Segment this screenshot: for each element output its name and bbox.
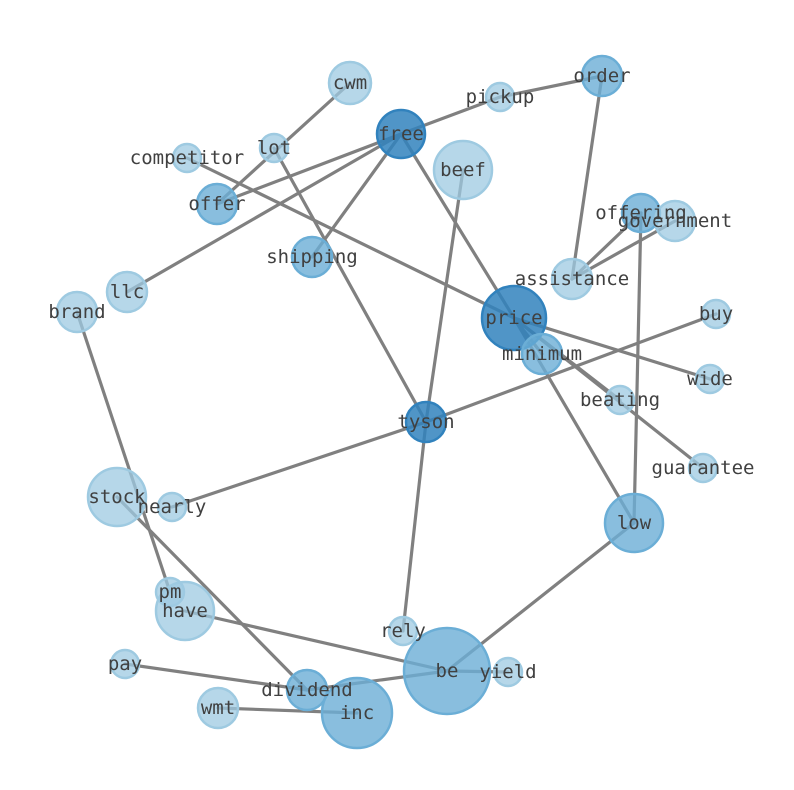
node-be [402,626,492,716]
node-competitor [171,142,203,174]
node-shipping [290,235,334,279]
node-lot [258,132,290,164]
label-layer: cwm order pickup free lot competitor beef offer… [48,65,754,724]
node-low [603,492,665,554]
node-label-government: government [618,210,732,232]
node-label-guarantee: guarantee [652,457,755,479]
node-beef [432,139,494,201]
edge-competitor-price [185,156,516,320]
node-inc [320,676,394,750]
node-government [653,199,697,243]
node-label-beef: beef [440,159,486,181]
edge-free-shipping [310,132,403,259]
node-label-nearly: nearly [138,496,207,518]
node-label-yield: yield [479,661,536,683]
edge-offer-free [215,132,403,206]
node-label-have: have [162,600,208,622]
node-label-competitor: competitor [130,147,244,169]
node-label-order: order [573,65,630,87]
node-order [580,54,624,98]
node-buy [700,298,732,330]
edge-pay-dividend [123,662,309,692]
node-rely [387,615,419,647]
node-yield [492,656,524,688]
node-free [375,108,427,160]
node-label-dividend: dividend [261,679,353,701]
node-layer [55,54,732,750]
node-brand [55,290,99,334]
node-label-pay: pay [108,653,142,675]
node-label-rely: rely [380,620,426,642]
node-label-pm: pm [159,581,182,603]
node-wmt [196,686,240,730]
edge-offering-low [632,211,643,525]
node-dividend [285,668,329,712]
node-wide [694,363,726,395]
node-nearly [156,491,188,523]
node-pay [109,648,141,680]
node-label-pickup: pickup [466,86,535,108]
edge-free-price [399,132,516,320]
node-label-beating: beating [580,389,660,411]
node-label-wmt: wmt [201,697,235,719]
node-label-low: low [617,512,652,534]
edge-price-wide [512,316,712,381]
edge-order-assistance [570,74,604,281]
node-offer [195,182,239,226]
node-label-lot: lot [257,137,291,159]
node-label-wide: wide [687,368,733,390]
node-beating [604,384,636,416]
node-label-brand: brand [48,301,105,323]
node-label-offer: offer [188,193,245,215]
edge-beef-tyson [424,168,465,424]
edge-buy-tyson [424,312,718,424]
edge-tyson-nearly [170,420,428,509]
node-label-be: be [436,660,459,682]
edge-llc-free [125,132,403,294]
node-label-stock: stock [88,486,146,508]
node-assistance [550,257,594,301]
edge-have-be [183,609,449,673]
node-llc [105,270,149,314]
node-label-shipping: shipping [266,246,358,268]
node-cwm [327,60,373,106]
node-have [154,580,216,642]
edge-lot-tyson [272,146,428,424]
node-label-price: price [485,307,542,329]
node-guarantee [687,452,719,484]
node-label-llc: llc [110,281,144,303]
edge-tyson-rely [401,420,428,633]
node-minimum [520,332,564,376]
edge-stock-dividend [115,495,309,692]
node-label-buy: buy [699,303,733,325]
node-label-cwm: cwm [333,72,367,94]
node-label-inc: inc [340,702,374,724]
node-label-assistance: assistance [515,268,629,290]
edge-brand-pm [75,310,172,594]
node-tyson [404,400,448,444]
node-label-free: free [378,123,424,145]
node-label-minimum: minimum [502,343,582,365]
node-pickup [484,81,516,113]
node-stock [86,466,148,528]
node-price [480,284,548,352]
node-label-tyson: tyson [397,411,454,433]
node-label-offering: offering [595,202,687,224]
